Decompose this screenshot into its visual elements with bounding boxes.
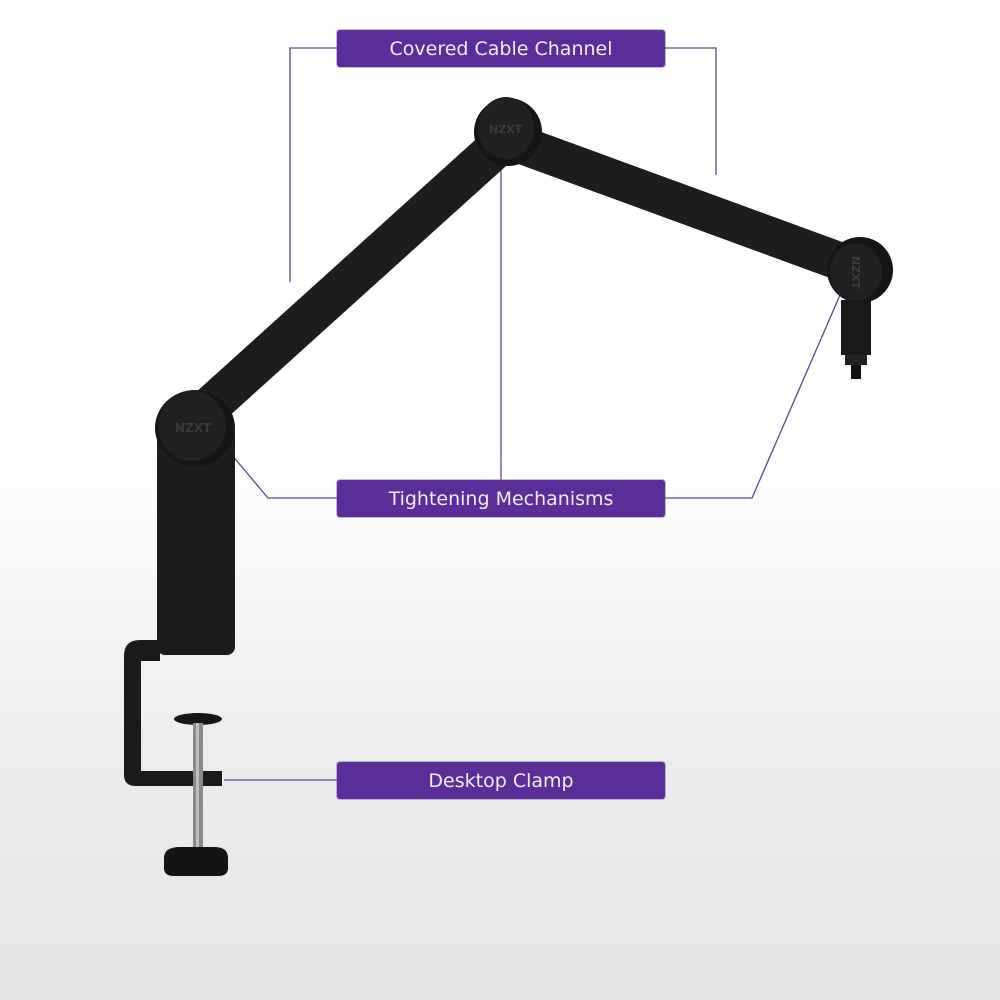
clamp-pad-top: [174, 713, 222, 725]
joint-head: NZXT: [827, 237, 893, 303]
leader-lines: [224, 47, 841, 781]
svg-text:NZXT: NZXT: [489, 123, 523, 136]
label-covered-cable-channel: Covered Cable Channel: [337, 30, 665, 67]
leader-cable-right: [665, 47, 717, 175]
leader-tighten-right: [665, 294, 841, 499]
joint-base: NZXT: [155, 390, 235, 466]
label-tightening-mechanisms: Tightening Mechanisms: [337, 480, 665, 517]
svg-text:NZXT: NZXT: [849, 256, 862, 290]
mic-mount: [841, 300, 871, 355]
leader-tighten-left: [225, 447, 337, 499]
leader-cable-left: [289, 47, 337, 282]
arm-post: [157, 425, 235, 655]
lower-arm-segment: [175, 120, 525, 440]
clamp-knob: [164, 847, 228, 876]
upper-arm-segment: [489, 121, 877, 287]
joint-elbow: NZXT: [474, 97, 542, 166]
label-desktop-clamp: Desktop Clamp: [337, 762, 665, 799]
svg-text:NZXT: NZXT: [175, 421, 212, 435]
desktop-clamp-frame: [124, 640, 222, 786]
